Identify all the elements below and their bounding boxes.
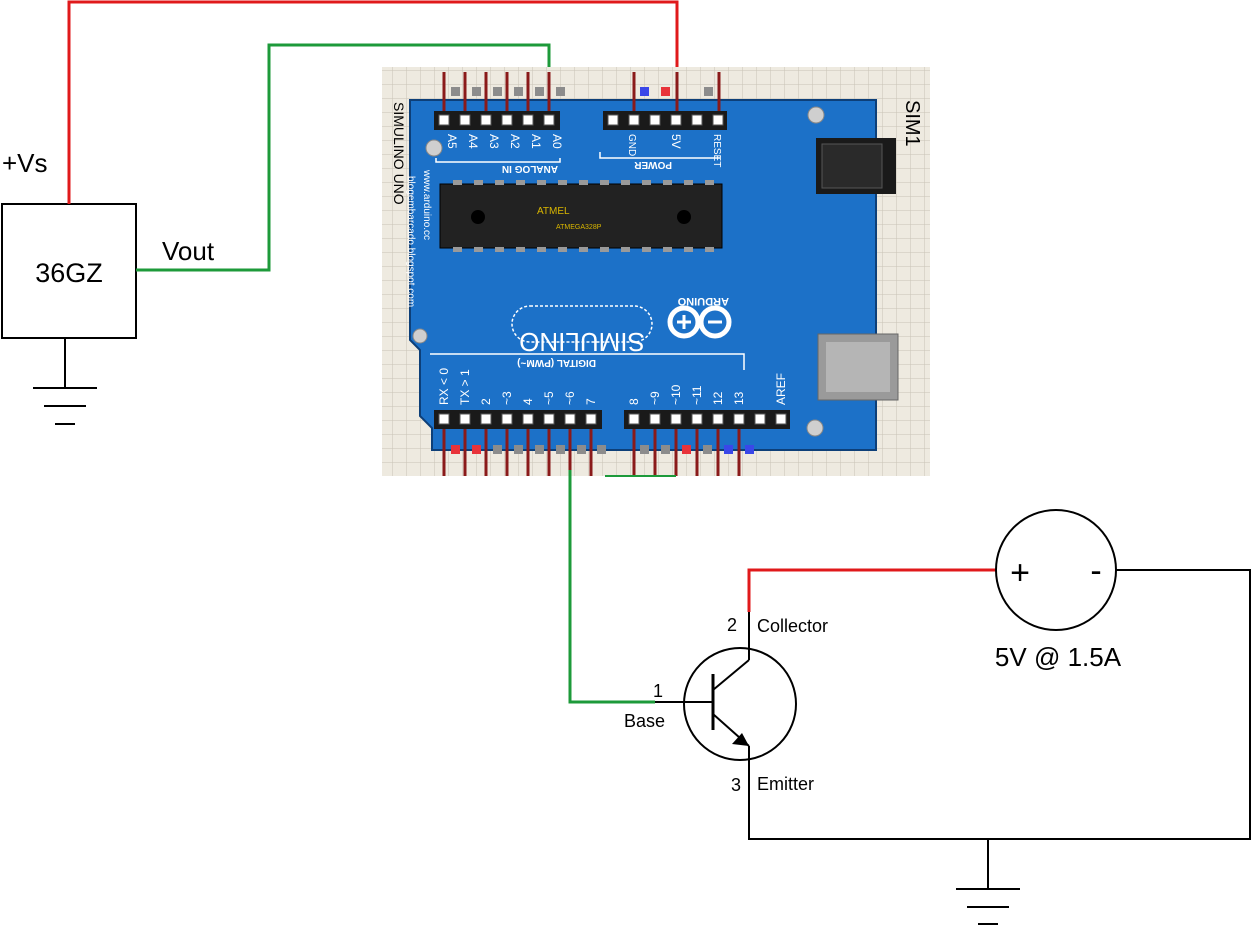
wire-collector-to-supply (747, 568, 996, 612)
pin-label-d3: ~3 (500, 391, 514, 405)
pin-number-collector: 2 (727, 615, 737, 635)
digital-header-label: DIGITAL (PWM~) (517, 357, 596, 368)
pin-label-reset: RESET (711, 134, 722, 167)
wire-d6-to-base (568, 470, 655, 704)
supply-label-vs: +Vs (2, 148, 48, 178)
usb-connector (817, 333, 899, 401)
chip-model: ATMEGA328P (556, 224, 602, 231)
pin-label-d5: ~5 (542, 391, 556, 405)
pin-label-d10: ~10 (669, 384, 683, 405)
pin-label-d4: 4 (521, 398, 535, 405)
board-ref-label: SIM1 (901, 100, 923, 147)
board-site-2: blogembarcado.blogspot.com (405, 176, 416, 307)
mount-hole (425, 139, 443, 157)
pin-label-a5: A5 (445, 134, 459, 149)
output-label-vout: Vout (162, 236, 215, 266)
pin-label-d13: 13 (732, 391, 746, 405)
pin-label-aref: AREF (774, 373, 788, 405)
pin-label-d2: 2 (479, 398, 493, 405)
analog-header-label: ANALOG IN (502, 163, 558, 174)
pin-label-gnd: GND (626, 134, 637, 156)
ground-symbol-sensor (33, 338, 97, 425)
mount-hole (806, 419, 824, 437)
digital-bracket (430, 353, 745, 370)
power-header-label: POWER (633, 159, 672, 170)
atmega-chip: ATMEL ATMEGA328P (439, 180, 723, 252)
sensor-box (1, 203, 137, 339)
pin-label-d0: RX < 0 (437, 368, 451, 405)
pin-number-emitter: 3 (731, 775, 741, 795)
pin-name-emitter: Emitter (757, 774, 814, 794)
pin-label-a0: A0 (550, 134, 564, 149)
board-model-label: SIMULINO UNO (391, 102, 407, 205)
pin-label-d9: ~9 (648, 391, 662, 405)
pin-label-d7: 7 (584, 398, 598, 405)
supply-rating: 5V @ 1.5A (995, 642, 1122, 672)
pin-label-d8: 8 (627, 398, 641, 405)
supply-minus-icon: - (1090, 552, 1101, 590)
dc-supply-5v: + - 5V @ 1.5A (995, 509, 1122, 672)
digital-pin-labels-low: RX < 0 TX > 1 2 ~3 4 ~5 ~6 7 (437, 368, 598, 405)
sensor-36gz: 36GZ +Vs Vout (1, 148, 215, 425)
bottom-pin-legs (442, 429, 741, 476)
emitter-arrow-icon (732, 733, 749, 746)
wire-vs-to-5v (67, 0, 679, 204)
pin-label-5v: 5V (669, 134, 683, 149)
pin-name-base: Base (624, 711, 665, 731)
supply-body (995, 509, 1117, 631)
pin-label-d12: 12 (711, 391, 725, 405)
top-pin-indicators (451, 87, 713, 96)
pin-label-a3: A3 (487, 134, 501, 149)
pin-label-d11: ~11 (690, 385, 704, 405)
pin-label-a1: A1 (529, 134, 543, 149)
pin-label-d1: TX > 1 (458, 369, 472, 405)
pin-name-collector: Collector (757, 616, 828, 636)
pin-label-a4: A4 (466, 134, 480, 149)
pin-label-d6: ~6 (563, 391, 577, 405)
digital-header-high (624, 410, 790, 429)
arduino-brand-text: ARDUINO (677, 295, 729, 307)
chip-brand: ATMEL (537, 206, 570, 217)
wire-emitter-return (748, 569, 1251, 840)
top-pin-legs (442, 72, 721, 112)
sensor-name: 36GZ (35, 258, 103, 288)
analog-pin-labels: A5 A4 A3 A2 A1 A0 (445, 134, 564, 149)
pin-number-base: 1 (653, 681, 663, 701)
bottom-pin-indicators (451, 445, 754, 454)
simulino-logo: SIMULINO (511, 305, 653, 357)
ground-symbol-output (956, 839, 1020, 925)
digital-pin-labels-high: 8 ~9 ~10 ~11 12 13 AREF (627, 373, 788, 405)
digital-header-low (434, 410, 602, 429)
power-bracket (599, 152, 720, 159)
power-jack (816, 138, 896, 194)
analog-header (434, 111, 560, 130)
pin-label-a2: A2 (508, 134, 522, 149)
arduino-board-area: A5 A4 A3 A2 A1 A0 ANALOG IN GND 5V RESET… (382, 67, 930, 477)
arduino-infinity-icon (667, 305, 732, 339)
npn-transistor: 1 Base 2 Collector 3 Emitter (624, 615, 828, 795)
arduino-board (409, 99, 877, 451)
logo-text: SIMULINO (519, 327, 645, 357)
mount-hole (807, 106, 825, 124)
power-header (603, 111, 727, 130)
supply-plus-icon: + (1010, 554, 1030, 592)
board-site-1: www.arduino.cc (421, 169, 432, 240)
mount-hole (412, 328, 428, 344)
analog-bracket (435, 158, 561, 163)
